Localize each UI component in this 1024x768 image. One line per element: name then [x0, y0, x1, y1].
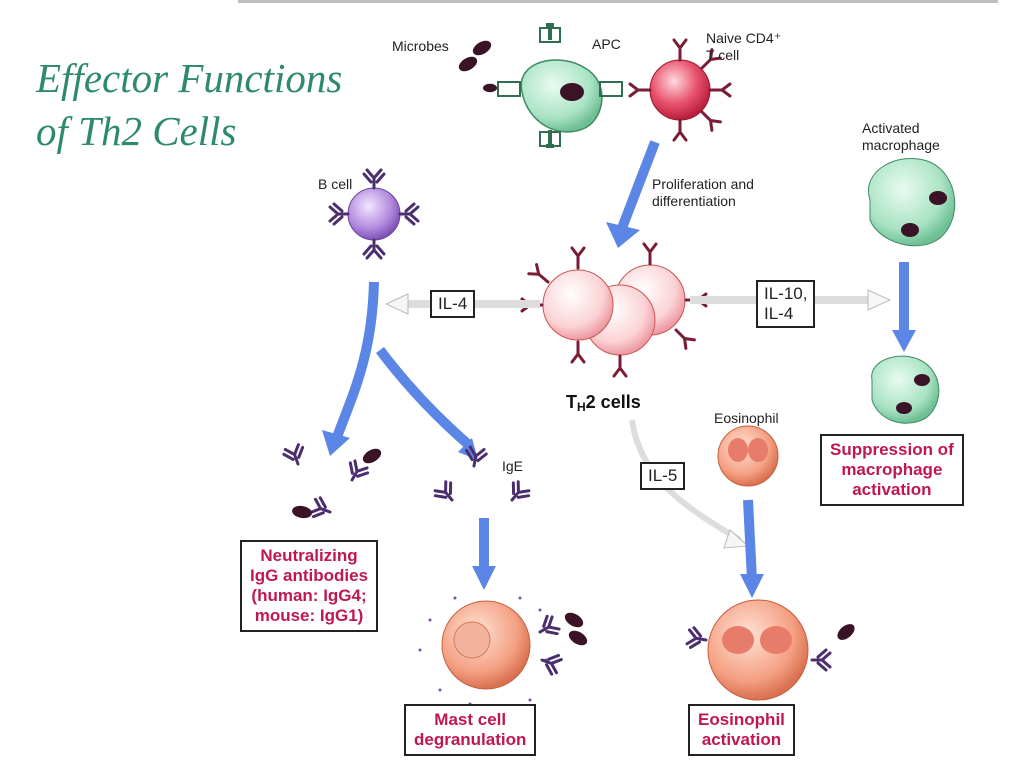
neutralizing-line-3: (human: IgG4; — [251, 586, 367, 605]
mast-cell-icon — [418, 596, 590, 706]
neutralizing-line-2: IgG antibodies — [250, 566, 369, 585]
naive-label-line-2: T cell — [706, 47, 740, 63]
ige-antibodies-icon — [431, 445, 533, 508]
il10-il4-box: IL-10, IL-4 — [756, 280, 816, 328]
activated-line-1: Activated — [862, 120, 920, 136]
il10-line-1: IL-10, — [764, 284, 808, 303]
title-line-1: Effector Functions — [36, 55, 343, 101]
b-cell-to-ige-arrow — [376, 346, 474, 450]
ige-label: IgE — [502, 458, 524, 474]
b-cell-to-igg-arrow — [331, 281, 379, 442]
th2-main: T — [566, 392, 577, 412]
slide-title: Effector Functions of Th2 Cells — [36, 52, 342, 158]
proliferation-label: Proliferation and differentiation — [652, 176, 754, 210]
il5-arrow — [629, 419, 742, 543]
top-rule — [238, 0, 998, 3]
differentiation-arrow — [617, 140, 660, 230]
mast-line-2: degranulation — [414, 730, 527, 749]
il4-box: IL-4 — [430, 290, 476, 318]
activated-macrophage-label: Activated macrophage — [862, 120, 940, 154]
mast-cell-degranulation-box: Mast cell degranulation — [404, 704, 537, 756]
activated-eosinophil-icon — [685, 599, 858, 701]
b-cell-icon — [328, 168, 420, 260]
macrophage-line-1: Suppression of — [830, 440, 954, 459]
apc-label: APC — [592, 36, 621, 52]
macrophage-suppression-box: Suppression of macrophage activation — [820, 434, 964, 506]
naive-t-cell-icon — [628, 38, 732, 142]
eosinophil-label: Eosinophil — [714, 410, 779, 426]
naive-t-cell-label: Naive CD4⁺ T cell — [706, 30, 781, 64]
macrophage-line-3: activation — [852, 480, 932, 499]
il10-line-2: IL-4 — [764, 304, 794, 323]
microbes-label: Microbes — [392, 38, 449, 54]
th2-rest: 2 cells — [585, 392, 641, 412]
neutralizing-igg-box: Neutralizing IgG antibodies (human: IgG4… — [240, 540, 379, 632]
suppressed-macrophage-icon — [871, 355, 940, 424]
neutralizing-line-4: mouse: IgG1) — [254, 606, 364, 625]
apc-cell-icon — [483, 23, 623, 148]
th2-cells-icon — [520, 242, 708, 378]
b-cell-label: B cell — [318, 176, 353, 192]
activated-macrophage-icon — [867, 157, 956, 247]
eosinophil-icon — [717, 425, 779, 487]
neutralizing-line-1: Neutralizing — [260, 546, 358, 565]
th2-sub: H — [577, 400, 586, 414]
proliferation-line-2: differentiation — [652, 193, 736, 209]
igg-antibodies-icon — [280, 442, 384, 523]
eosinophil-activation-box: Eosinophil activation — [688, 704, 795, 756]
proliferation-line-1: Proliferation and — [652, 176, 754, 192]
th2-cells-label: TH2 cells — [566, 392, 641, 414]
mast-line-1: Mast cell — [434, 710, 507, 729]
il5-box: IL-5 — [640, 462, 686, 490]
activated-line-2: macrophage — [862, 137, 940, 153]
eosinophil-act-line-2: activation — [701, 730, 782, 749]
macrophage-line-2: macrophage — [841, 460, 943, 479]
eosinophil-act-line-1: Eosinophil — [698, 710, 785, 729]
microbe-icon — [456, 37, 494, 75]
eosinophil-arrow — [743, 499, 757, 581]
naive-label-line-1: Naive CD4⁺ — [706, 30, 782, 46]
title-line-2: of Th2 Cells — [36, 108, 237, 154]
